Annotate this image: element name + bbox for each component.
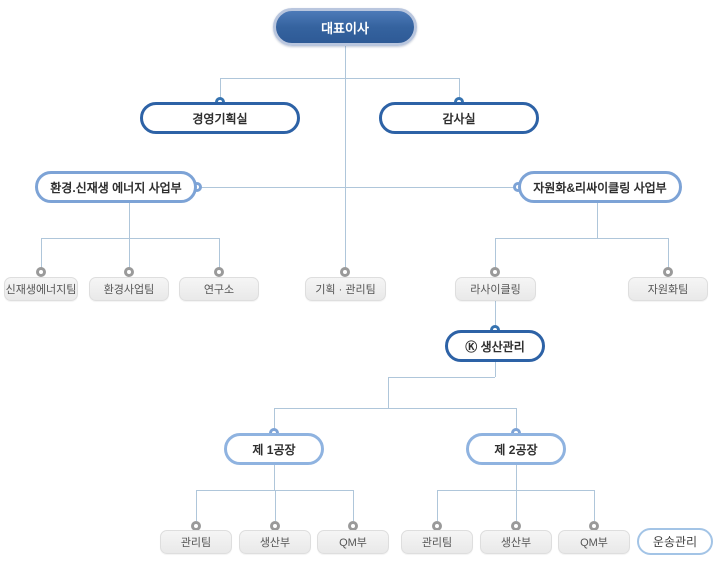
node-label: Ⓚ 생산관리 bbox=[465, 339, 525, 354]
node-research-institute: 연구소 bbox=[179, 277, 259, 301]
node-f2-production-dept: 생산부 bbox=[480, 530, 552, 554]
connector-line bbox=[597, 203, 598, 238]
node-label: 제 1공장 bbox=[252, 442, 296, 457]
connector-dot bbox=[191, 521, 201, 531]
connector-dot bbox=[511, 521, 521, 531]
node-label: 관리팀 bbox=[421, 537, 453, 549]
connector-line bbox=[345, 46, 346, 270]
node-transport-mgmt: 운송관리 bbox=[637, 528, 713, 555]
connector-dot bbox=[663, 267, 673, 277]
node-f1-qm-dept: QM부 bbox=[317, 530, 389, 554]
connector-dot bbox=[214, 267, 224, 277]
connector-line bbox=[495, 301, 496, 327]
node-f2-mgmt-team: 관리팀 bbox=[401, 530, 473, 554]
connector-dot bbox=[589, 521, 599, 531]
connector-line bbox=[129, 203, 130, 238]
connector-line bbox=[274, 408, 516, 409]
node-planning-office: 경영기획실 bbox=[140, 102, 300, 134]
connector-dot bbox=[270, 521, 280, 531]
connector-line bbox=[495, 238, 496, 268]
connector-line bbox=[41, 238, 42, 268]
connector-line bbox=[220, 78, 459, 79]
node-label: 연구소 bbox=[203, 284, 235, 296]
node-audit-office: 감사실 bbox=[379, 102, 539, 134]
node-label: 관리팀 bbox=[180, 537, 212, 549]
node-label: QM부 bbox=[339, 537, 367, 549]
node-label: 생산부 bbox=[500, 537, 532, 549]
node-resource-recycling-division: 자원화&리싸이클링 사업부 bbox=[518, 171, 682, 203]
connector-line bbox=[41, 238, 219, 239]
connector-line bbox=[459, 78, 460, 100]
connector-line bbox=[274, 408, 275, 430]
node-label: 기획 · 관리팀 bbox=[315, 284, 376, 296]
connector-line bbox=[516, 465, 517, 490]
node-label: 환경.신재생 에너지 사업부 bbox=[50, 180, 182, 195]
connector-line bbox=[495, 238, 668, 239]
node-production-mgmt: Ⓚ 생산관리 bbox=[445, 330, 545, 362]
node-label: 생산부 bbox=[259, 537, 291, 549]
connector-line bbox=[594, 490, 595, 521]
node-label: 감사실 bbox=[442, 111, 476, 126]
node-label: QM부 bbox=[580, 537, 608, 549]
node-label: 환경사업팀 bbox=[103, 284, 155, 296]
node-label: 대표이사 bbox=[321, 20, 369, 36]
node-label: 신재생에너지팀 bbox=[5, 284, 77, 296]
connector-line bbox=[275, 490, 276, 521]
node-factory-1: 제 1공장 bbox=[224, 433, 324, 465]
node-label: 제 2공장 bbox=[494, 442, 538, 457]
connector-line bbox=[388, 377, 495, 378]
connector-line bbox=[388, 377, 389, 408]
node-recycling: 라사이클링 bbox=[455, 277, 536, 301]
connector-dot bbox=[340, 267, 350, 277]
connector-dot bbox=[36, 267, 46, 277]
connector-dot bbox=[124, 267, 134, 277]
node-label: 자원화&리싸이클링 사업부 bbox=[533, 180, 667, 195]
connector-line bbox=[274, 465, 275, 490]
connector-line bbox=[220, 78, 221, 100]
connector-line bbox=[196, 490, 197, 521]
connector-line bbox=[219, 238, 220, 268]
node-f2-qm-dept: QM부 bbox=[558, 530, 630, 554]
node-renewable-energy-team: 신재생에너지팀 bbox=[4, 277, 78, 301]
connector-line bbox=[196, 490, 353, 491]
node-label: 경영기획실 bbox=[192, 111, 248, 126]
connector-dot bbox=[490, 267, 500, 277]
connector-line bbox=[437, 490, 438, 521]
connector-line bbox=[516, 408, 517, 430]
node-env-energy-division: 환경.신재생 에너지 사업부 bbox=[35, 171, 197, 203]
connector-line bbox=[353, 490, 354, 521]
node-ceo: 대표이사 bbox=[273, 8, 417, 46]
connector-line bbox=[197, 187, 518, 188]
node-label: 라사이클링 bbox=[470, 284, 521, 296]
node-planning-mgmt-team: 기획 · 관리팀 bbox=[305, 277, 386, 301]
node-label: 운송관리 bbox=[652, 535, 698, 549]
connector-dot bbox=[432, 521, 442, 531]
connector-line bbox=[668, 238, 669, 268]
node-factory-2: 제 2공장 bbox=[466, 433, 566, 465]
connector-line bbox=[437, 490, 594, 491]
node-f1-production-dept: 생산부 bbox=[239, 530, 311, 554]
node-resource-team: 자원화팀 bbox=[628, 277, 708, 301]
connector-line bbox=[129, 238, 130, 268]
node-env-business-team: 환경사업팀 bbox=[89, 277, 169, 301]
connector-dot bbox=[348, 521, 358, 531]
node-label: 자원화팀 bbox=[647, 284, 689, 296]
node-f1-mgmt-team: 관리팀 bbox=[160, 530, 232, 554]
connector-line bbox=[495, 362, 496, 377]
connector-line bbox=[516, 490, 517, 521]
